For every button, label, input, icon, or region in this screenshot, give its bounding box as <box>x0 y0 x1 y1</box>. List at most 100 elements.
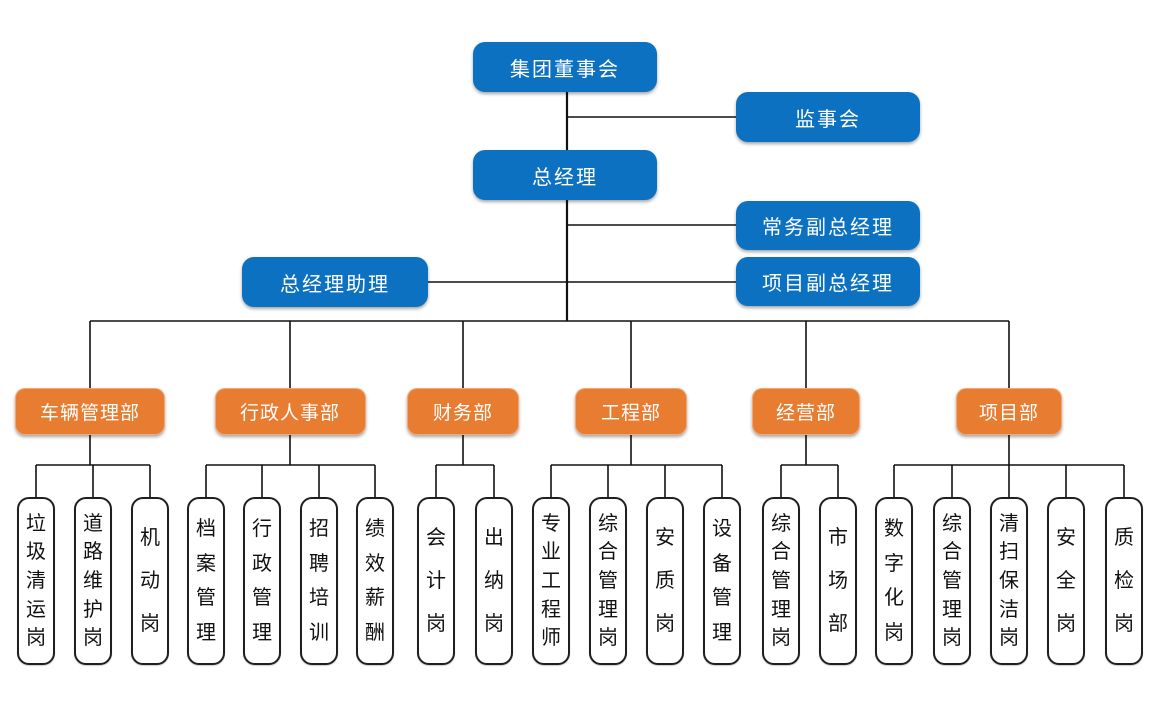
position-box: 档案管理 <box>187 497 225 665</box>
position-label-char: 纳 <box>484 570 504 592</box>
position-label-char: 圾 <box>26 541 46 564</box>
position-label-char: 岗 <box>83 627 103 650</box>
position-label-char: 理 <box>598 598 618 621</box>
position-label-char: 管 <box>771 569 791 592</box>
position-label-char: 理 <box>196 621 216 644</box>
position-label-char: 字 <box>884 552 904 575</box>
position-box: 专业工程师 <box>532 497 570 665</box>
position-box: 行政管理 <box>243 497 281 665</box>
position-label-char: 岗 <box>884 621 904 644</box>
position-label-char: 管 <box>942 569 962 592</box>
position-box: 数字化岗 <box>875 497 913 665</box>
position-label-char: 维 <box>83 569 103 592</box>
position-label-char: 路 <box>83 541 103 564</box>
position-box: 安全岗 <box>1047 497 1085 665</box>
position-label-char: 道 <box>83 512 103 535</box>
position-label-char: 岗 <box>140 613 160 635</box>
position-box: 安质岗 <box>646 497 684 665</box>
position-box: 市场部 <box>819 497 857 665</box>
position-label-char: 酬 <box>365 621 385 644</box>
position-label-char: 市 <box>828 527 848 549</box>
node-executive-deputy-gm: 常务副总经理 <box>736 201 920 250</box>
position-label-char: 岗 <box>771 627 791 650</box>
position-label-char: 设 <box>712 518 732 541</box>
position-box: 出纳岗 <box>475 497 513 665</box>
position-label-char: 清 <box>999 512 1019 535</box>
position-label-char: 部 <box>828 613 848 635</box>
department-box: 财务部 <box>407 388 519 435</box>
position-label-char: 综 <box>942 512 962 535</box>
position-label-char: 清 <box>26 569 46 592</box>
node-general-manager: 总经理 <box>473 150 657 200</box>
position-box: 设备管理 <box>703 497 741 665</box>
position-label-char: 训 <box>309 621 329 644</box>
department-box: 项目部 <box>956 388 1062 435</box>
position-label-char: 理 <box>712 621 732 644</box>
position-label-char: 扫 <box>999 541 1019 564</box>
position-label-char: 岗 <box>1056 613 1076 635</box>
position-label-char: 岗 <box>999 627 1019 650</box>
position-box: 垃圾清运岗 <box>17 497 55 665</box>
position-label-char: 机 <box>140 527 160 549</box>
position-label-char: 岗 <box>1114 613 1134 635</box>
position-label-char: 备 <box>712 552 732 575</box>
position-label-char: 护 <box>83 598 103 621</box>
position-label-char: 政 <box>252 552 272 575</box>
position-label-char: 出 <box>484 527 504 549</box>
position-label-char: 岗 <box>598 627 618 650</box>
department-box: 行政人事部 <box>214 388 366 435</box>
position-label-char: 计 <box>426 570 446 592</box>
position-label-char: 综 <box>598 512 618 535</box>
position-label-char: 聘 <box>309 552 329 575</box>
node-supervisory-board: 监事会 <box>736 92 920 142</box>
position-label-char: 保 <box>999 569 1019 592</box>
department-box: 经营部 <box>752 388 860 435</box>
position-label-char: 动 <box>140 570 160 592</box>
position-label-char: 理 <box>771 598 791 621</box>
position-label-char: 岗 <box>26 627 46 650</box>
department-box: 车辆管理部 <box>15 388 165 435</box>
position-label-char: 岗 <box>655 613 675 635</box>
position-box: 清扫保洁岗 <box>990 497 1028 665</box>
position-box: 会计岗 <box>417 497 455 665</box>
department-box: 工程部 <box>575 388 687 435</box>
position-label-char: 管 <box>252 587 272 610</box>
position-box: 综合管理岗 <box>589 497 627 665</box>
position-label-char: 效 <box>365 552 385 575</box>
position-label-char: 工 <box>541 569 561 592</box>
position-label-char: 专 <box>541 512 561 535</box>
position-label-char: 案 <box>196 552 216 575</box>
position-label-char: 管 <box>196 587 216 610</box>
node-group-board: 集团董事会 <box>473 42 657 92</box>
node-gm-assistant: 总经理助理 <box>242 257 428 307</box>
position-label-char: 业 <box>541 541 561 564</box>
position-label-char: 合 <box>598 541 618 564</box>
position-label-char: 合 <box>942 541 962 564</box>
position-box: 道路维护岗 <box>74 497 112 665</box>
position-box: 综合管理岗 <box>933 497 971 665</box>
position-box: 机动岗 <box>131 497 169 665</box>
position-label-char: 理 <box>942 598 962 621</box>
position-label-char: 垃 <box>26 512 46 535</box>
position-label-char: 程 <box>541 598 561 621</box>
position-label-char: 行 <box>252 518 272 541</box>
position-label-char: 质 <box>655 570 675 592</box>
position-label-char: 全 <box>1056 570 1076 592</box>
position-label-char: 岗 <box>942 627 962 650</box>
position-label-char: 岗 <box>484 613 504 635</box>
position-label-char: 会 <box>426 527 446 549</box>
position-label-char: 安 <box>1056 527 1076 549</box>
position-label-char: 培 <box>309 587 329 610</box>
position-label-char: 管 <box>712 587 732 610</box>
position-label-char: 场 <box>828 570 848 592</box>
position-label-char: 档 <box>196 518 216 541</box>
position-box: 绩效薪酬 <box>356 497 394 665</box>
node-project-deputy-gm: 项目副总经理 <box>736 257 920 306</box>
position-label-char: 薪 <box>365 587 385 610</box>
position-label-char: 检 <box>1114 570 1134 592</box>
position-label-char: 招 <box>309 518 329 541</box>
position-label-char: 洁 <box>999 598 1019 621</box>
position-label-char: 数 <box>884 518 904 541</box>
